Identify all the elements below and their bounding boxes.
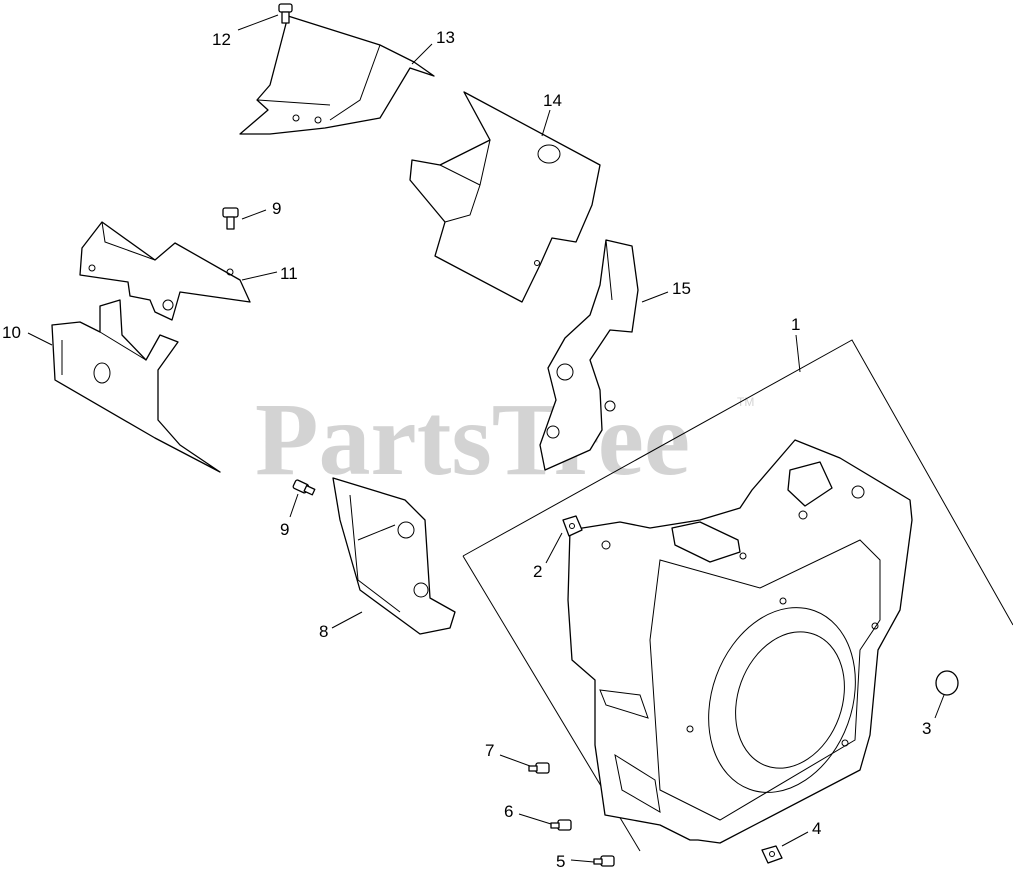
watermark-text: PartsTree: [255, 382, 690, 497]
callout-labels: 12 13 14 9 11 10 15 1 9 2 3 8 7 6 5 4: [2, 28, 931, 871]
callout-15: 15: [672, 279, 691, 298]
part-8-bracket[interactable]: [332, 477, 456, 635]
callout-5: 5: [556, 852, 565, 871]
part-15-bracket[interactable]: [539, 239, 639, 471]
callout-10: 10: [2, 323, 21, 342]
part-5-screw[interactable]: [593, 855, 615, 867]
callout-1: 1: [791, 315, 800, 334]
part-2-clip[interactable]: [562, 515, 583, 537]
callout-6: 6: [504, 802, 513, 821]
part-4-clip[interactable]: [761, 845, 783, 864]
part-9-bolt-upper[interactable]: [222, 207, 239, 230]
part-12-bolt[interactable]: [278, 3, 293, 24]
callout-8: 8: [319, 622, 328, 641]
callout-3: 3: [922, 719, 931, 738]
callout-7: 7: [485, 741, 494, 760]
part-1-blower-housing[interactable]: [567, 439, 913, 844]
callout-2: 2: [533, 562, 542, 581]
part-14-shield[interactable]: [409, 91, 601, 303]
callout-9-upper: 9: [272, 199, 281, 218]
callout-12: 12: [212, 30, 231, 49]
callout-11: 11: [280, 264, 298, 283]
watermark-trademark: TM: [737, 395, 754, 409]
leader-lines: [27, 14, 945, 863]
part-9-bolt-lower[interactable]: [292, 479, 316, 496]
part-3-plug[interactable]: [935, 670, 959, 696]
callout-9-lower: 9: [280, 520, 289, 539]
part-10-shield[interactable]: [51, 299, 221, 473]
part-13-shield[interactable]: [239, 15, 435, 135]
part-6-screw[interactable]: [550, 819, 572, 831]
callout-13: 13: [436, 28, 455, 47]
part-7-screw[interactable]: [528, 762, 550, 774]
callout-14: 14: [543, 91, 562, 110]
part-11-shield[interactable]: [79, 221, 251, 321]
callout-4: 4: [812, 819, 821, 838]
